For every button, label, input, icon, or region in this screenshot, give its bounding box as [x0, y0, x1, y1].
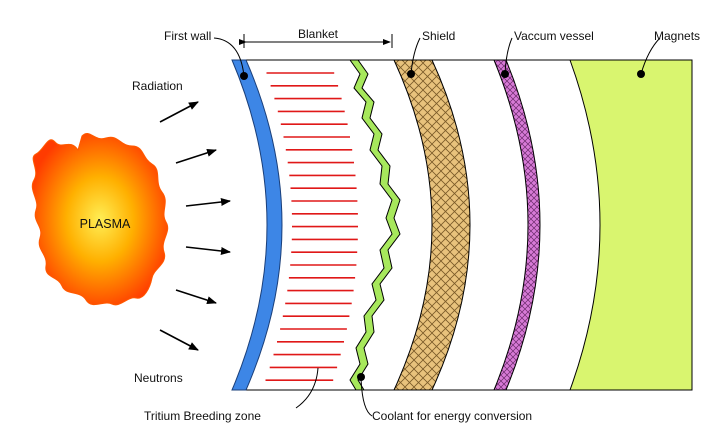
shield-dot	[407, 70, 415, 78]
magnets-label: Magnets	[654, 29, 700, 43]
vacuum-vessel	[493, 59, 541, 391]
shield	[393, 59, 471, 391]
shield-label: Shield	[422, 29, 455, 43]
coolant-label: Coolant for energy conversion	[372, 409, 532, 423]
arrow-6	[159, 329, 199, 351]
tritium-breeding-zone	[265, 72, 358, 382]
magnets	[569, 59, 693, 391]
first-wall-leader	[213, 37, 245, 77]
arrow-2	[175, 148, 217, 164]
first-wall-dot	[240, 72, 248, 80]
magnets-dot	[637, 70, 645, 78]
arrow-1	[159, 101, 199, 123]
arrow-3	[185, 198, 231, 207]
coolant-leader	[360, 376, 373, 417]
callouts	[213, 37, 661, 417]
plasma: PLASMA	[31, 133, 169, 306]
breeding-zone-leader	[295, 367, 319, 409]
arrow-5	[175, 289, 217, 305]
magnets-leader	[640, 37, 661, 75]
blanket-dimension	[239, 34, 393, 48]
blanket-label: Blanket	[298, 27, 339, 41]
plasma-label: PLASMA	[80, 217, 131, 231]
neutrons-label: Neutrons	[134, 371, 183, 385]
callout-dots	[240, 70, 645, 381]
first-wall-label: First wall	[164, 29, 211, 43]
radiation-label: Radiation	[132, 79, 183, 93]
plasma-blob	[31, 133, 169, 306]
arrow-4	[185, 246, 231, 255]
tritium-breeding-zone-label: Tritium Breeding zone	[144, 409, 261, 423]
coolant-dot	[357, 373, 365, 381]
radiation-arrows	[159, 101, 231, 351]
coolant-channel	[349, 59, 401, 391]
vacuum-vessel-dot	[501, 70, 509, 78]
first-wall	[231, 59, 283, 391]
vacuum-vessel-label: Vaccum vessel	[514, 29, 594, 43]
